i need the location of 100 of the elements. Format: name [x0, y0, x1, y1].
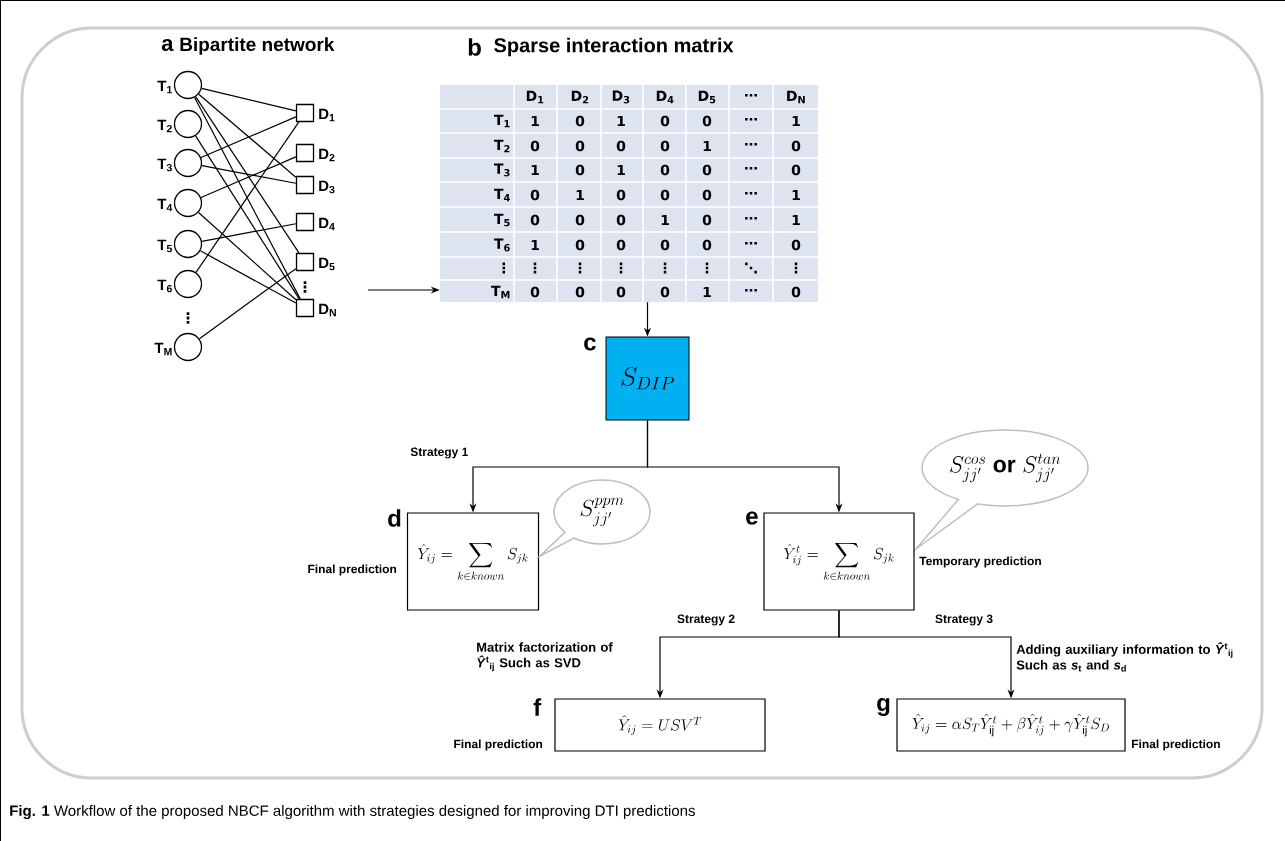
table-cell: 1 — [792, 189, 800, 201]
table-cell: 0 — [660, 286, 670, 298]
table-cell: 0 — [616, 189, 626, 201]
table-cell: 0 — [616, 239, 626, 251]
table-cell: D$_{3}$ — [612, 90, 630, 104]
table-cell: 0 — [702, 214, 712, 226]
table-cell: 1 — [531, 164, 539, 176]
node-label: D$_{3}$ — [319, 180, 335, 194]
table-cell: D$_{5}$ — [698, 90, 716, 104]
connector-line — [200, 156, 297, 199]
edge-label: Strategy 2 — [675, 613, 737, 627]
table-cell: 1 — [703, 286, 711, 298]
table-cell: 0 — [575, 164, 585, 176]
table-cell: 0 — [660, 189, 670, 201]
table-cell: ⋯ — [745, 191, 757, 195]
edge-label: Strategy 1 — [408, 446, 470, 460]
table-cell: 0 — [575, 286, 585, 298]
connector-line — [195, 121, 300, 273]
node-label: T$_{3}$ — [157, 158, 172, 172]
table-cell: 1 — [617, 164, 625, 176]
table-cell: ⋯ — [745, 166, 757, 170]
table-cell: 1 — [661, 214, 669, 226]
formula-box: $\hat{Y}_{ij}=\sum_{k\in known} S_{jk}$ — [406, 512, 540, 611]
table-cell: D$_{1}$ — [526, 90, 544, 104]
table-cell: 1 — [531, 239, 539, 251]
table-cell: 0 — [791, 286, 801, 298]
table-cell: D$_{2}$ — [571, 90, 589, 104]
edge-label: Strategy 3 — [933, 613, 995, 627]
table-cell: T$_{4}$ — [494, 188, 510, 202]
node-label: T$_{M}$ — [154, 342, 172, 356]
text-label: Final prediction — [1132, 739, 1220, 751]
table-cell: 0 — [660, 140, 670, 152]
table-cell: ⋯ — [745, 93, 757, 97]
table-cell: ⋯ — [745, 142, 757, 146]
table-cell: 0 — [702, 115, 712, 127]
table-cell: 0 — [791, 140, 801, 152]
drug-square: D$_{3}$ — [295, 175, 335, 195]
table-cell: 0 — [575, 239, 585, 251]
table-cell: T$_{M}$ — [491, 285, 510, 299]
table-cell: ⋮ — [663, 262, 667, 274]
panel-letter: g — [877, 698, 890, 716]
node-label: D$_{1}$ — [319, 108, 335, 122]
annotation-text: Adding auxiliary information to Ŷ$^{t}$ij Such as s$_{t}$ and s$_{d}$ — [1016, 642, 1233, 672]
table-cell: 1 — [792, 214, 800, 226]
table-cell: 1 — [531, 115, 539, 127]
table-cell: 0 — [791, 239, 801, 251]
panel-letter: c — [584, 337, 596, 351]
table-cell: D$_{4}$ — [656, 90, 674, 104]
node-label: T$_{1}$ — [157, 80, 172, 94]
formula-box: $\hat{Y}_{ij}=\alpha S_{T}\hat{Y}^{t}_{\mathrm{ij}}+\beta\hat{Y}^{t}_{ij}+\gamma\hat{Y}^{t}_{\mathrm{ij}}S_{D}$ — [896, 698, 1126, 752]
node-label: Sparse interaction matrix — [494, 37, 734, 57]
drug-square: D$_{1}$ — [295, 103, 335, 123]
table-cell: ⋮ — [705, 262, 709, 274]
connector-line — [195, 135, 300, 300]
panel-letter: e — [746, 511, 758, 525]
table-cell: T$_{2}$ — [494, 139, 510, 153]
table-cell: ⋮ — [502, 262, 506, 274]
table-cell: 1 — [792, 115, 800, 127]
table-cell: 1 — [576, 189, 584, 201]
process-box: $S_{DIP}$ — [605, 336, 690, 421]
panel-heading: Bipartite network — [180, 37, 335, 55]
table-cell: ⋯ — [745, 241, 757, 245]
connector-line — [198, 93, 297, 178]
table-cell: T$_{5}$ — [494, 213, 510, 227]
table-cell: ⋮ — [533, 262, 537, 274]
drug-square: D$_{2}$ — [295, 143, 335, 163]
table-cell: 0 — [702, 164, 712, 176]
connector-line — [201, 223, 297, 242]
annotation-text: Matrix factorization of Ŷ$^{t}$$_{ij}$ Such as SVD — [477, 642, 613, 672]
table-cell: ⋱ — [745, 262, 757, 274]
node-label: D$_{4}$ — [319, 217, 335, 231]
table-cell: 0 — [530, 286, 540, 298]
text-label: Final prediction — [308, 564, 397, 576]
connector-line — [201, 165, 297, 184]
table-cell: ⋮ — [578, 262, 582, 274]
table-cell: 0 — [575, 214, 585, 226]
table-cell: 0 — [702, 239, 712, 251]
panel-letter: a — [161, 38, 174, 52]
table-cell: 0 — [791, 164, 801, 176]
node-label: D$_{5}$ — [319, 257, 335, 271]
connector-line — [201, 87, 297, 112]
table-cell: 0 — [616, 286, 626, 298]
node-label: T$_{5}$ — [157, 239, 172, 253]
table-cell: ⋮ — [794, 262, 798, 274]
table-cell: 0 — [575, 140, 585, 152]
panel-letter: b — [468, 38, 481, 56]
table-cell: D$_{N}$ — [787, 90, 805, 104]
table-cell: 0 — [530, 214, 540, 226]
drug-square: D$_{5}$ — [295, 252, 335, 272]
table-cell: ⋯ — [745, 216, 757, 220]
table-cell: 0 — [616, 214, 626, 226]
connector-line — [200, 116, 297, 159]
table-cell: 0 — [702, 189, 712, 201]
table-cell: 0 — [530, 140, 540, 152]
table-cell: 0 — [660, 115, 670, 127]
node-label: T$_{4}$ — [157, 198, 173, 212]
speech-bubble: $S^{cos}_{jj'}\ \mbox{\textbf{or}}\ S^{tan}_{jj'}$ — [915, 429, 1089, 550]
table-cell: 0 — [660, 239, 670, 251]
table-cell: 1 — [617, 115, 625, 127]
connector-line — [194, 96, 301, 300]
